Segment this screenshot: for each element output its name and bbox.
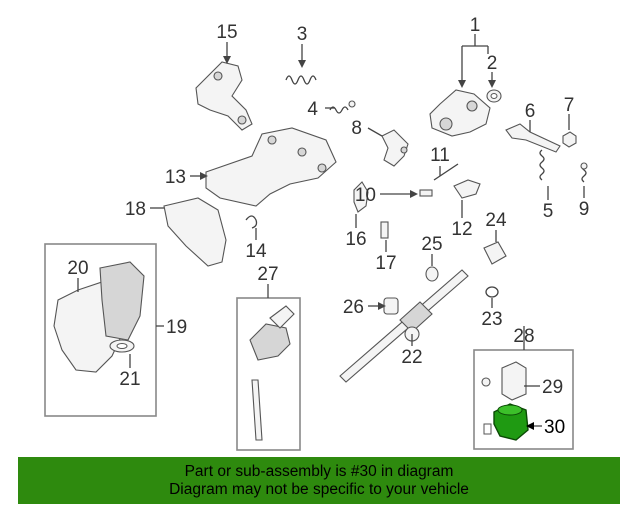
callout-15: 15: [216, 22, 237, 43]
callout-10: 10: [355, 185, 376, 206]
callout-29: 29: [542, 377, 563, 398]
callout-18: 18: [125, 199, 146, 220]
callout-21: 21: [119, 369, 140, 390]
arrow-30: [526, 422, 534, 430]
callout-28: 28: [513, 326, 534, 347]
callout-25: 25: [421, 234, 442, 255]
part-10-bolt: [419, 189, 433, 197]
part-20-cover: [53, 261, 145, 373]
part-16-bracket: [353, 181, 369, 213]
callout-27: 27: [257, 264, 278, 285]
part-18-cover: [163, 197, 227, 267]
callout-14: 14: [245, 241, 267, 262]
banner-line-1: Part or sub-assembly is #30 in diagram: [184, 462, 454, 480]
callout-16: 16: [345, 229, 366, 250]
part-26-bushing: [383, 297, 399, 315]
callout-8: 8: [351, 118, 362, 139]
part-7-nut: [562, 131, 577, 148]
part-9-spring: [580, 162, 588, 183]
callout-19: 19: [166, 317, 187, 338]
callout-13: 13: [165, 167, 186, 188]
callout-6: 6: [525, 101, 536, 122]
leader-8: [367, 127, 383, 137]
callout-7: 7: [564, 95, 575, 116]
part-13-column-housing: [205, 127, 337, 207]
callout-4: 4: [307, 99, 318, 120]
callout-3: 3: [297, 24, 308, 45]
part-29-housing: [481, 361, 527, 401]
callout-26: 26: [343, 297, 364, 318]
callout-17: 17: [375, 253, 396, 274]
part-5-spring: [539, 149, 545, 181]
callout-23: 23: [481, 309, 502, 330]
part-14-clip: [245, 215, 258, 229]
info-banner: Part or sub-assembly is #30 in diagram D…: [18, 457, 620, 504]
part-15-bracket: [195, 61, 253, 131]
leader-1: [461, 34, 489, 86]
part-25-washer: [425, 266, 439, 282]
part-8-bracket: [381, 129, 409, 167]
callout-30[interactable]: 30: [544, 417, 565, 438]
part-4-spring: [329, 100, 356, 114]
part-6-lever: [505, 123, 561, 153]
part-27-intermediate-shaft: [249, 305, 295, 441]
part-12-bracket: [453, 179, 481, 199]
callout-2: 2: [487, 53, 498, 74]
part-23-ring: [485, 286, 499, 298]
callout-20: 20: [67, 258, 88, 279]
banner-line-2: Diagram may not be specific to your vehi…: [169, 480, 469, 498]
callout-12: 12: [451, 219, 472, 240]
part-2-washer: [486, 89, 502, 103]
callout-11: 11: [430, 145, 450, 166]
part-22-steering-shaft: [339, 269, 469, 383]
part-17-stud: [380, 221, 389, 239]
callout-24: 24: [485, 210, 507, 231]
callout-9: 9: [579, 199, 590, 220]
arrow-15: [223, 56, 231, 64]
part-21-bearing: [109, 339, 135, 353]
part-11-pin: [433, 163, 459, 181]
inset-box-27: [236, 297, 301, 451]
callout-1: 1: [470, 15, 481, 36]
callout-22: 22: [401, 347, 422, 368]
part-1-lock-housing: [429, 89, 491, 137]
part-3-spring: [285, 75, 317, 85]
callout-5: 5: [543, 201, 554, 222]
part-30-highlighted[interactable]: [483, 403, 529, 441]
part-24-bushing: [483, 241, 507, 265]
